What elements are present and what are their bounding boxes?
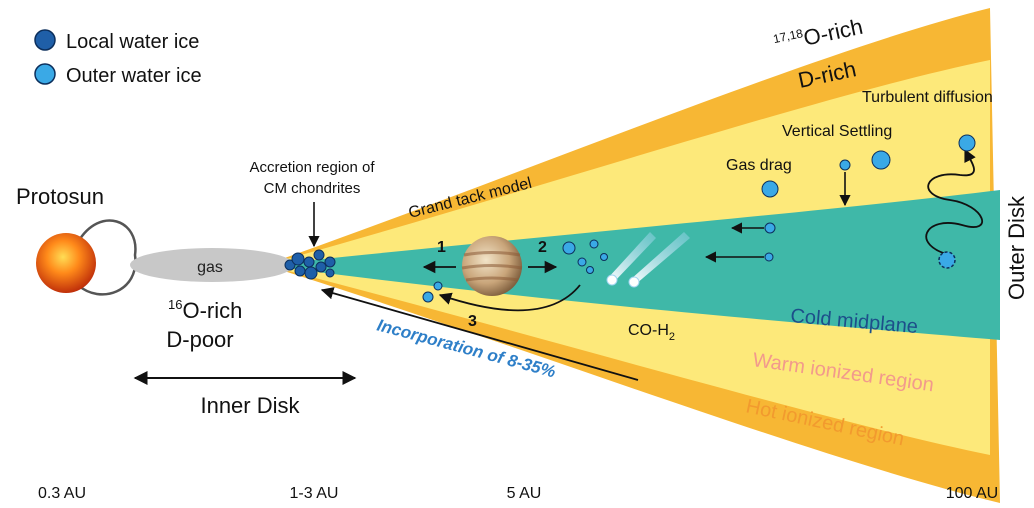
turbulent-diffusion-label: Turbulent diffusion xyxy=(862,89,993,106)
return-arrow-3 xyxy=(438,284,581,312)
accretion-label-line1: Accretion region of xyxy=(249,159,375,176)
o16-rich-label: 16O-rich xyxy=(168,297,242,323)
vertical-settling-label: Vertical Settling xyxy=(782,123,892,140)
outer-ice-cluster xyxy=(562,239,608,274)
protosun-label: Protosun xyxy=(16,184,104,209)
gas-drag-label: Gas drag xyxy=(726,157,792,174)
delivered-outer-ice xyxy=(422,281,443,303)
accretion-label-line2: CM chondrites xyxy=(264,180,361,197)
jupiter-bands xyxy=(461,251,523,282)
legend-swatch-outer-ice xyxy=(34,63,56,85)
gas-drag-grain-2 xyxy=(764,252,774,262)
settling-grain-large xyxy=(871,150,891,170)
incorporation-arrow xyxy=(320,287,639,381)
gas-label: gas xyxy=(197,259,223,276)
distance-tick-5au: 5 AU xyxy=(507,485,542,502)
step-3-label: 3 xyxy=(468,313,477,330)
legend-label-outer-ice: Outer water ice xyxy=(66,65,202,87)
distance-tick-0-3au: 0.3 AU xyxy=(38,485,86,502)
turbulent-grain-bottom xyxy=(938,251,956,269)
legend-swatch-local-ice xyxy=(34,29,56,51)
protosun-icon xyxy=(36,233,96,293)
outer-disk-label: Outer Disk xyxy=(1004,195,1029,300)
settling-grain-small xyxy=(839,159,851,171)
inner-disk-label: Inner Disk xyxy=(200,393,300,418)
step-1-label: 1 xyxy=(437,239,446,256)
distance-tick-1-3au: 1-3 AU xyxy=(290,485,339,502)
d-poor-label: D-poor xyxy=(166,327,233,352)
magnetic-loop xyxy=(76,219,137,296)
legend: Local water ice Outer water ice xyxy=(34,29,202,87)
legend-label-local-ice: Local water ice xyxy=(66,31,199,53)
inner-gas-cloud xyxy=(130,248,294,282)
distance-tick-100au: 100 AU xyxy=(946,485,998,502)
step-2-label: 2 xyxy=(538,239,547,256)
comet-icons xyxy=(606,232,690,288)
co-h2-label: CO-H2 xyxy=(628,322,675,343)
accretion-local-ice-cluster xyxy=(284,249,336,280)
gas-drag-ice-grain xyxy=(761,180,779,198)
cold-midplane-region xyxy=(265,190,1000,340)
gas-drag-grain-1 xyxy=(764,222,776,234)
turbulent-grain-top xyxy=(958,134,976,152)
turbulent-spiral xyxy=(925,148,983,256)
